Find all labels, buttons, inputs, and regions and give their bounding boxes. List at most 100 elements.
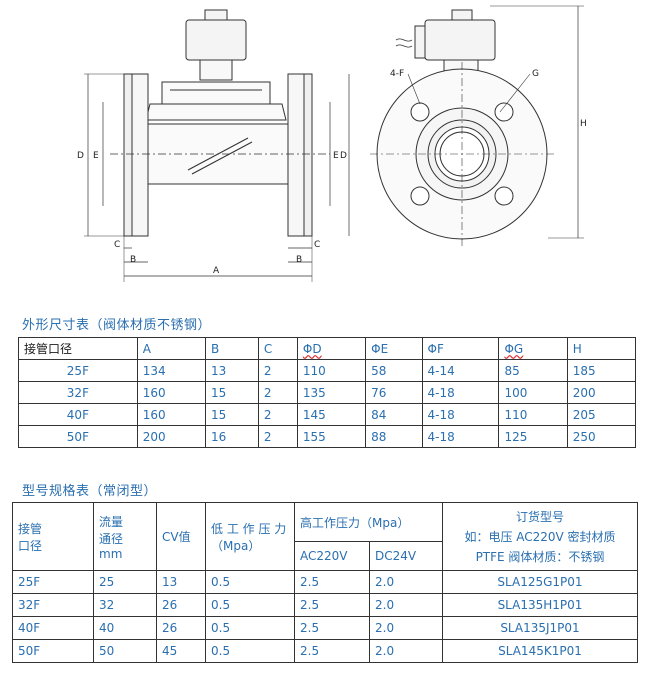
table-cell: 0.5 bbox=[205, 639, 295, 663]
label-C: C bbox=[114, 240, 120, 250]
table-cell: 4-18 bbox=[421, 425, 500, 448]
label-C-right: C bbox=[314, 240, 320, 250]
front-coil bbox=[424, 19, 496, 61]
header-diameter: 接管 口径 bbox=[12, 502, 94, 571]
label-G: G bbox=[532, 69, 539, 79]
table-cell: 50 bbox=[93, 639, 157, 663]
label-B-right: B bbox=[296, 255, 302, 265]
header-cell: 接管口径 bbox=[18, 337, 138, 360]
table-cell: 2.0 bbox=[369, 639, 443, 663]
table-cell: 4-18 bbox=[421, 381, 500, 404]
order-example-2: PTFE 阀体材质：不锈钢 bbox=[475, 549, 605, 564]
header-order: 订货型号 如：电压 AC220V 密封材质 PTFE 阀体材质：不锈钢 bbox=[442, 502, 638, 571]
dimension-table-caption: 外形尺寸表（阀体材质不锈钢） bbox=[22, 318, 212, 333]
bolt-hole bbox=[494, 102, 514, 122]
table-cell: 32 bbox=[93, 593, 157, 617]
spec-table-subheader: AC220V DC24V bbox=[13, 541, 638, 571]
table-cell: 26 bbox=[156, 593, 206, 617]
table-cell: SLA125G1P01 bbox=[442, 570, 638, 594]
header-cell-text: ΦD bbox=[302, 341, 322, 356]
coil bbox=[185, 19, 247, 61]
table-row: 40F 40 26 0.5 2.5 2.0 SLA135J1P01 bbox=[12, 616, 638, 640]
label-F: 4-F bbox=[390, 69, 404, 79]
table-cell: 2.5 bbox=[294, 570, 370, 594]
label-E-right: E bbox=[333, 151, 339, 161]
table-cell: 125 bbox=[498, 425, 568, 448]
table-cell: 2.5 bbox=[294, 593, 370, 617]
valve-technical-drawing: D E E D C B A C B 4-F G H bbox=[0, 0, 670, 300]
label-H: H bbox=[580, 119, 587, 129]
table-cell: 2 bbox=[257, 359, 298, 382]
coil-stem bbox=[199, 59, 233, 81]
table-cell: 76 bbox=[365, 381, 423, 404]
table-cell: SLA145K1P01 bbox=[442, 639, 638, 663]
header-cell-text: ΦF bbox=[427, 341, 444, 356]
dimension-table: 接管口径 A B C ΦD ΦE ΦF ΦG H 25F 134 13 2 11… bbox=[18, 337, 637, 448]
spec-table-caption: 型号规格表（常闭型） bbox=[22, 484, 158, 499]
table-cell: 2 bbox=[257, 381, 298, 404]
label-D: D bbox=[77, 151, 84, 161]
table-cell: 250 bbox=[566, 425, 637, 448]
table-cell: 13 bbox=[156, 570, 206, 594]
table-cell: 145 bbox=[296, 403, 367, 426]
table-cell: 205 bbox=[566, 403, 637, 426]
table-cell: 15 bbox=[205, 403, 259, 426]
valve-drawing-svg: D E E D C B A C B 4-F G H bbox=[77, 5, 587, 282]
header-cell: A bbox=[136, 337, 207, 360]
table-cell: 45 bbox=[156, 639, 206, 663]
label-E: E bbox=[93, 151, 99, 161]
table-cell: 32F bbox=[12, 593, 94, 617]
header-cv: CV值 bbox=[156, 502, 206, 571]
table-cell: 40F bbox=[18, 403, 138, 426]
table-cell: 32F bbox=[18, 381, 138, 404]
table-row: 50F 50 45 0.5 2.5 2.0 SLA145K1P01 bbox=[12, 639, 638, 663]
table-cell: 200 bbox=[136, 425, 207, 448]
table-cell: 40 bbox=[93, 616, 157, 640]
table-cell: 2.0 bbox=[369, 593, 443, 617]
spec-table: 接管 口径 流量 通径 mm CV值 低 工 作 压 力（Mpa） 高工作压力（… bbox=[12, 502, 638, 663]
table-cell: 0.5 bbox=[205, 570, 295, 594]
dimension-table-header: 接管口径 A B C ΦD ΦE ΦF ΦG H bbox=[18, 337, 637, 360]
bolt-hole bbox=[494, 186, 514, 206]
table-cell: 155 bbox=[296, 425, 367, 448]
table-row: 40F 160 15 2 145 84 4-18 110 205 bbox=[18, 403, 637, 426]
table-cell: 160 bbox=[136, 403, 207, 426]
table-cell: 0.5 bbox=[205, 593, 295, 617]
header-ac: AC220V bbox=[294, 541, 370, 571]
table-cell: 2.5 bbox=[294, 639, 370, 663]
table-cell: 25 bbox=[93, 570, 157, 594]
table-cell: 88 bbox=[365, 425, 423, 448]
table-cell: 2.0 bbox=[369, 570, 443, 594]
table-cell: 2 bbox=[257, 403, 298, 426]
table-cell: 160 bbox=[136, 381, 207, 404]
header-cell: ΦD bbox=[296, 337, 367, 360]
table-cell: 2 bbox=[257, 425, 298, 448]
label-A: A bbox=[213, 266, 220, 276]
table-cell: 110 bbox=[498, 403, 568, 426]
table-cell: SLA135H1P01 bbox=[442, 593, 638, 617]
table-cell: 200 bbox=[566, 381, 637, 404]
table-cell: 100 bbox=[498, 381, 568, 404]
bolt-hole bbox=[410, 186, 430, 206]
table-row: 32F 32 26 0.5 2.5 2.0 SLA135H1P01 bbox=[12, 593, 638, 617]
table-cell: 13 bbox=[205, 359, 259, 382]
bonnet bbox=[161, 81, 271, 105]
header-flow: 流量 通径 mm bbox=[93, 502, 157, 571]
label-B: B bbox=[130, 255, 136, 265]
table-cell: 84 bbox=[365, 403, 423, 426]
right-flange bbox=[287, 73, 305, 237]
header-cell-text: ΦE bbox=[371, 341, 389, 356]
table-cell: 25F bbox=[18, 359, 138, 382]
table-cell: 58 bbox=[365, 359, 423, 382]
body-top bbox=[145, 103, 287, 121]
table-cell: 110 bbox=[296, 359, 367, 382]
header-cell: ΦF bbox=[421, 337, 500, 360]
table-cell: SLA135J1P01 bbox=[442, 616, 638, 640]
header-cell: H bbox=[566, 337, 637, 360]
header-high-pressure: 高工作压力（Mpa） bbox=[294, 502, 443, 542]
table-cell: 2.0 bbox=[369, 616, 443, 640]
table-cell: 4-18 bbox=[421, 403, 500, 426]
label-D-right: D bbox=[340, 151, 347, 161]
table-cell: 4-14 bbox=[421, 359, 500, 382]
table-cell: 0.5 bbox=[205, 616, 295, 640]
